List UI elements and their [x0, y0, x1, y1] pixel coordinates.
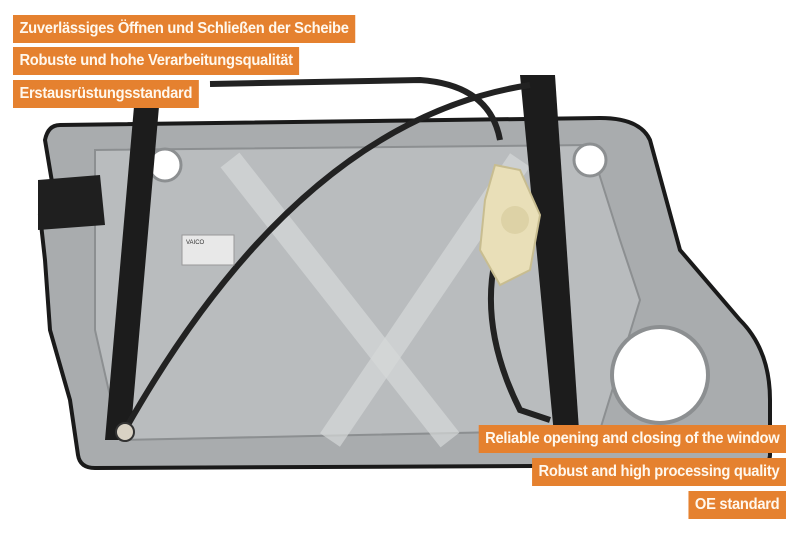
- feature-label-de-3: Erstausrüstungsstandard: [13, 80, 199, 108]
- feature-label-en-2: Robust and high processing quality: [532, 458, 786, 486]
- brand-sticker: [181, 234, 235, 266]
- feature-label-en-1: Reliable opening and closing of the wind…: [478, 425, 786, 453]
- feature-label-en-3: OE standard: [688, 491, 786, 519]
- speaker-hole: [610, 325, 710, 425]
- svg-text:VAICO: VAICO: [186, 240, 205, 246]
- feature-label-de-2: Robuste und hohe Verarbeitungsqualität: [13, 47, 300, 75]
- feature-label-de-1: Zuverlässiges Öffnen und Schließen der S…: [13, 15, 356, 43]
- cable: [122, 82, 531, 432]
- left-rail: [105, 95, 160, 440]
- right-rail: [520, 75, 580, 445]
